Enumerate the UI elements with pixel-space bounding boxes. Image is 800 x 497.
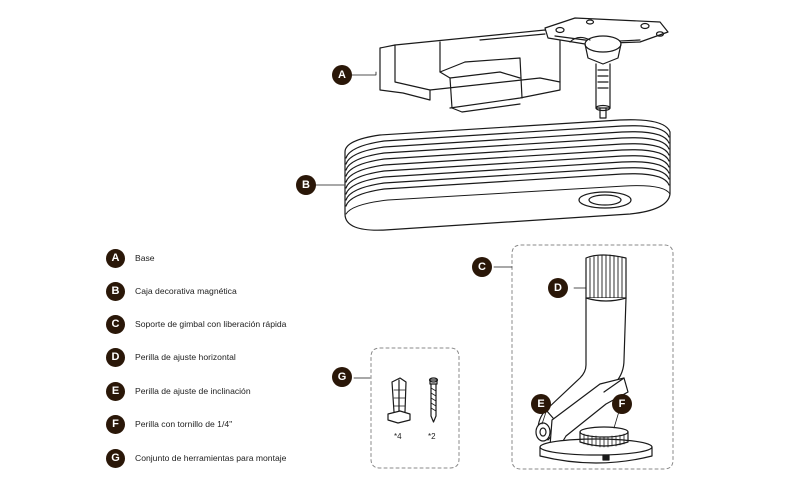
legend-badge: D (106, 347, 125, 367)
legend-item-c: C Soporte de gimbal con liberación rápid… (106, 314, 286, 334)
legend-badge: E (106, 381, 125, 401)
legend-badge: C (106, 314, 125, 334)
callout-g: G (332, 367, 352, 387)
legend-item-f: F Perilla con tornillo de 1/4'' (106, 414, 232, 434)
legend-item-b: B Caja decorativa magnética (106, 281, 237, 301)
legend-label: Base (135, 253, 155, 263)
anchor-quantity: *4 (394, 432, 402, 441)
base-bracket (379, 17, 669, 119)
legend-item-a: A Base (106, 248, 155, 268)
callout-c: C (472, 257, 492, 277)
callout-f: F (612, 394, 632, 414)
callout-a: A (332, 65, 352, 85)
callout-b: B (296, 175, 316, 195)
screw-quantity: *2 (428, 432, 436, 441)
legend-label: Soporte de gimbal con liberación rápida (135, 319, 287, 329)
legend-label: Caja decorativa magnética (135, 286, 237, 296)
legend-item-g: G Conjunto de herramientas para montaje (106, 448, 286, 468)
legend-badge: G (106, 448, 125, 468)
decorative-case (344, 119, 671, 231)
legend-item-d: D Perilla de ajuste horizontal (106, 347, 236, 367)
legend-label: Conjunto de herramientas para montaje (135, 453, 287, 463)
callout-d: D (548, 278, 568, 298)
legend-label: Perilla con tornillo de 1/4'' (135, 419, 233, 429)
tool-kit-box (370, 347, 460, 469)
callout-e: E (531, 394, 551, 414)
legend-badge: B (106, 281, 125, 301)
legend-label: Perilla de ajuste de inclinación (135, 386, 251, 396)
legend-badge: F (106, 414, 125, 434)
gimbal-mount (535, 254, 653, 464)
screw (428, 377, 439, 423)
legend-item-e: E Perilla de ajuste de inclinación (106, 381, 251, 401)
legend-label: Perilla de ajuste horizontal (135, 352, 236, 362)
legend-badge: A (106, 248, 125, 268)
wall-anchor (387, 377, 411, 424)
gimbal-detail-box (511, 244, 674, 470)
